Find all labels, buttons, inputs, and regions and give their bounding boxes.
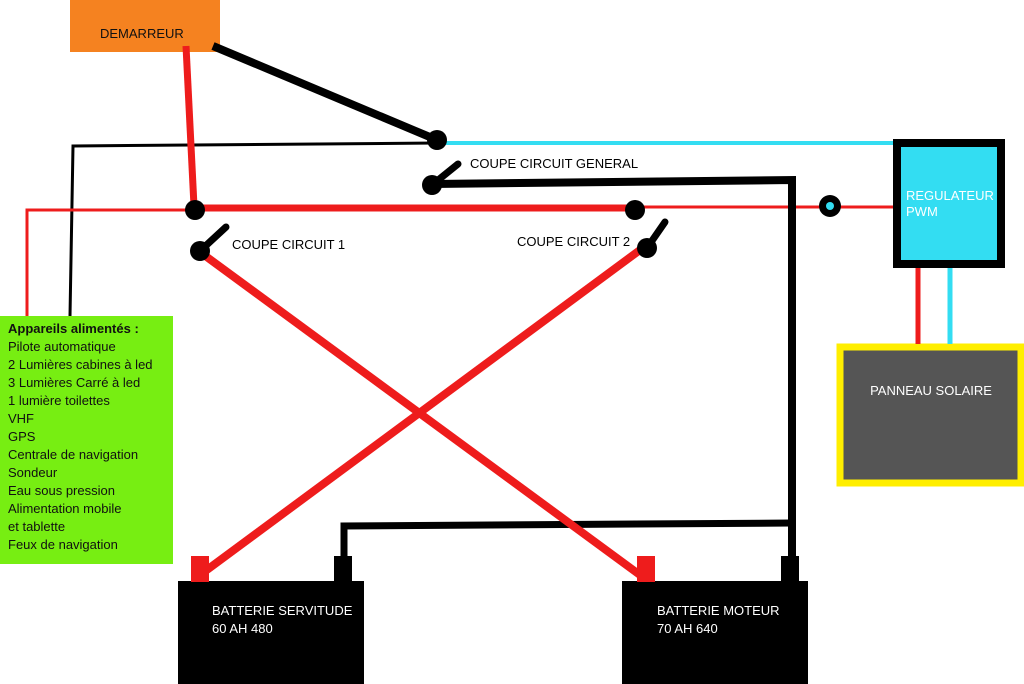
- switch2-contact-top: [625, 200, 645, 220]
- service-battery-body: [178, 581, 364, 684]
- switch2-label: COUPE CIRCUIT 2: [517, 234, 631, 249]
- solar-panel-label: PANNEAU SOLAIRE: [870, 383, 992, 398]
- device-item: 2 Lumières cabines à led: [8, 357, 153, 372]
- switch1-label: COUPE CIRCUIT 1: [232, 237, 346, 252]
- fuse-icon-center: [826, 202, 834, 210]
- devices-panel: Appareils alimentés : Pilote automatique…: [0, 316, 173, 564]
- switch2-to-service-battery: [197, 246, 643, 579]
- starter-label: DEMARREUR: [100, 26, 184, 41]
- service-battery-label: BATTERIE SERVITUDE 60 AH 480: [212, 602, 352, 638]
- main-switch-label: COUPE CIRCUIT GENERAL: [470, 156, 639, 171]
- main-switch-lever[interactable]: [428, 160, 462, 189]
- starter-positive-wire: [182, 45, 198, 207]
- device-item: Alimentation mobile: [8, 501, 122, 516]
- starter-negative-wire: [211, 42, 439, 144]
- engine-battery-positive-terminal: [637, 556, 655, 582]
- main-switch-contact-top: [427, 130, 447, 150]
- device-item: Sondeur: [8, 465, 58, 480]
- regulator-label-line1: REGULATEUR: [906, 188, 994, 203]
- service-battery-name: BATTERIE SERVITUDE: [212, 603, 353, 618]
- battery-negative-link: [340, 519, 793, 560]
- main-negative-wire: [431, 175, 796, 562]
- switch2-lever[interactable]: [643, 218, 669, 252]
- device-item: et tablette: [8, 519, 66, 534]
- regulator-label-line2: PWM: [906, 204, 938, 219]
- service-battery-positive-terminal: [191, 556, 209, 582]
- device-item: Pilote automatique: [8, 339, 116, 354]
- solar-panel-box: [836, 343, 1024, 487]
- engine-battery-label: BATTERIE MOTEUR 70 AH 640: [657, 602, 780, 638]
- engine-battery-body: [622, 581, 808, 684]
- devices-negative-wire: [68, 141, 438, 317]
- engine-battery-name: BATTERIE MOTEUR: [657, 603, 780, 618]
- devices-title: Appareils alimentés :: [8, 321, 139, 336]
- service-battery-negative-terminal: [334, 556, 352, 582]
- device-item: Centrale de navigation: [8, 447, 139, 462]
- regulator-box: [893, 139, 1005, 268]
- device-item: Eau sous pression: [8, 483, 115, 498]
- device-item: 1 lumière toilettes: [8, 393, 110, 408]
- device-item: GPS: [8, 429, 36, 444]
- device-item: 3 Lumières Carré à led: [8, 375, 141, 390]
- service-battery-spec: 60 AH 480: [212, 621, 273, 636]
- switch1-lever[interactable]: [196, 223, 230, 255]
- switch1-contact-top: [185, 200, 205, 220]
- starter-box: [70, 0, 220, 52]
- regulator-label: REGULATEUR PWM: [906, 188, 996, 220]
- device-item: Feux de navigation: [8, 537, 118, 552]
- device-item: VHF: [8, 411, 34, 426]
- engine-battery-spec: 70 AH 640: [657, 621, 718, 636]
- engine-battery-negative-terminal: [781, 556, 799, 582]
- devices-list: Pilote automatique 2 Lumières cabines à …: [8, 338, 173, 554]
- devices-positive-wire: [25, 208, 195, 316]
